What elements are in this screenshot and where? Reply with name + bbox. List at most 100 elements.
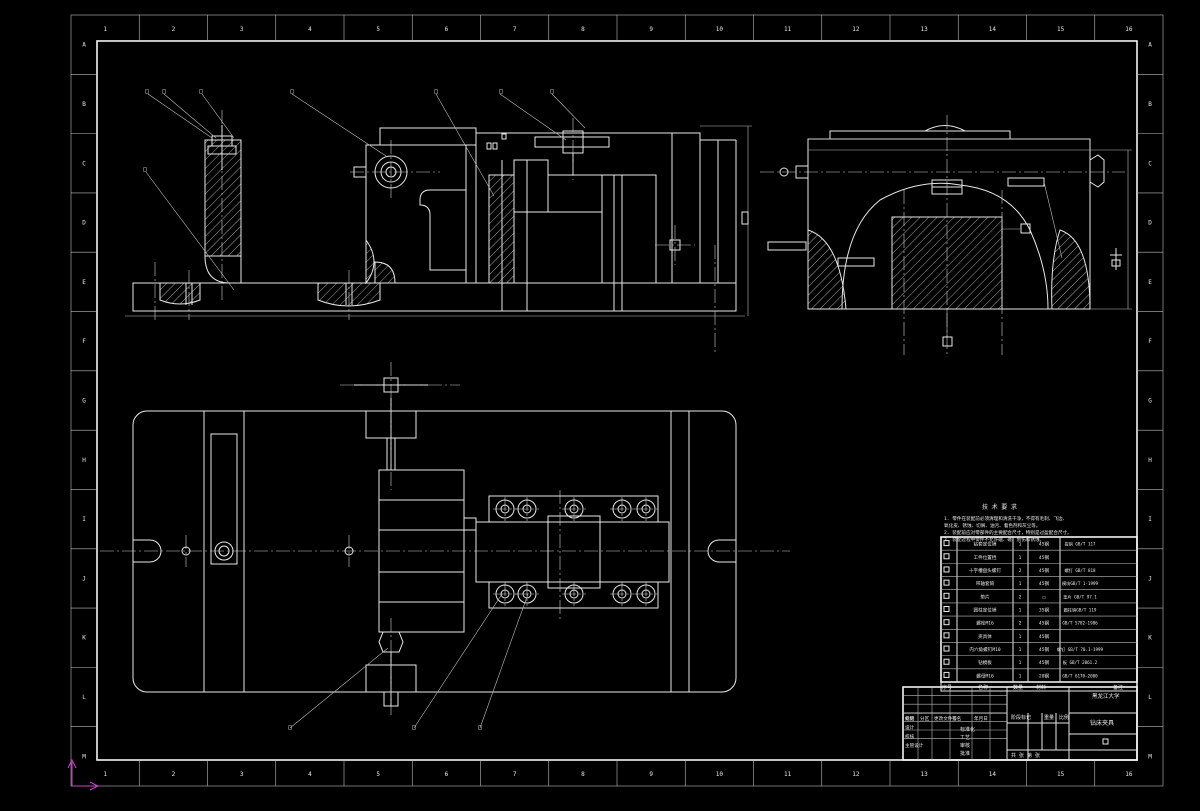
zone-row-right: A (1148, 42, 1152, 49)
title-approve: 批准 (960, 750, 970, 757)
part-qty: 2 (1019, 621, 1022, 627)
zone-row-right: C (1148, 160, 1152, 167)
zone-row-right: K (1148, 635, 1152, 642)
part-qty: 1 (1019, 660, 1022, 666)
zone-col-bottom: 10 (716, 771, 724, 778)
title-row-label: 校核 (905, 733, 915, 740)
leader-mark: □ (143, 166, 147, 173)
zone-col-bottom: 4 (308, 771, 312, 778)
zone-col-top: 13 (921, 26, 929, 33)
part-name: 带轴套筒 (976, 580, 995, 587)
zone-row-left: C (82, 160, 86, 167)
technical-requirements: 技 术 要 求 1. 零件在装配前必须清理和清洗干净，不得有毛刺、飞边、 氧化皮… (944, 503, 1072, 543)
zone-row-left: G (82, 398, 86, 405)
leader-mark: □ (288, 724, 292, 731)
title-block: 钻床夹具 黑龙江大学 阶段标记 重量 比例 共 张 第 张 标准化 工艺 审核 … (902, 686, 1138, 761)
part-qty: 1 (1019, 673, 1022, 679)
leader-mark: □ (290, 88, 294, 95)
leader-mark: □ (550, 88, 554, 95)
zone-row-left: L (82, 694, 86, 701)
zone-row-right: J (1148, 575, 1152, 582)
zone-row-right: H (1148, 457, 1152, 464)
title-row-label: 设计 (905, 724, 915, 731)
zone-col-top: 1 (103, 26, 107, 33)
part-name: 内六角螺钉M10 (969, 646, 1001, 653)
zone-row-left: K (82, 635, 86, 642)
tech-req-line-2: 氧化皮、锈蚀、切屑、油污、着色剂和灰尘等。 (944, 522, 1040, 529)
tech-req-title: 技 术 要 求 (982, 503, 1017, 511)
zone-row-left: J (82, 575, 86, 582)
plan-view (100, 362, 790, 715)
title-drawing-name: 钻床夹具 (1090, 719, 1114, 727)
zone-row-left: E (82, 279, 86, 286)
leader-marks: □□□□□□□□□□□ (143, 88, 554, 731)
front-view (125, 110, 752, 355)
zone-col-top: 14 (989, 26, 997, 33)
part-material: 20钢 (1039, 672, 1050, 679)
title-weight: 重量 (1044, 714, 1054, 721)
ucs-icon (67, 758, 100, 791)
zone-row-right: E (1148, 279, 1152, 286)
leader-mark: □ (199, 88, 203, 95)
zone-col-bottom: 5 (376, 771, 380, 778)
zone-row-right: M (1148, 753, 1152, 760)
part-standard: 圆柱销GB/T 119 (1064, 607, 1097, 614)
zone-col-top: 3 (240, 26, 244, 33)
zone-col-top: 6 (445, 26, 449, 33)
part-qty: 1 (1019, 647, 1022, 653)
part-name: 圆柱定位销 (974, 607, 997, 614)
part-material: 45钢 (1039, 554, 1050, 561)
leader-mark: □ (412, 724, 416, 731)
zone-col-bottom: 16 (1125, 771, 1133, 778)
leaders-plan (289, 593, 529, 729)
zone-row-left: B (82, 101, 86, 108)
side-view (760, 115, 1132, 355)
part-material: 45钢 (1039, 633, 1050, 640)
title-craft: 工艺 (960, 735, 970, 741)
zone-row-left: F (82, 338, 86, 345)
zone-col-top: 5 (376, 26, 380, 33)
part-standard: 螺钉 GB/T 818 (1064, 567, 1096, 574)
zone-col-bottom: 12 (852, 771, 860, 778)
title-std: 标准化 (960, 726, 975, 733)
tech-req-line-1: 1. 零件在装配前必须清理和清洗干净，不得有毛刺、飞边、 (944, 515, 1067, 522)
part-material: 45钢 (1039, 580, 1050, 587)
zone-col-top: 10 (716, 26, 724, 33)
zone-col-bottom: 1 (103, 771, 107, 778)
zone-col-bottom: 6 (445, 771, 449, 778)
part-name: 钻模板 (978, 659, 992, 666)
zone-row-left: M (82, 753, 86, 760)
part-qty: 1 (1019, 634, 1022, 640)
zone-row-right: I (1148, 516, 1152, 523)
zone-col-top: 12 (852, 26, 860, 33)
part-qty: 1 (1019, 608, 1022, 614)
part-name: 螺栓M16 (976, 620, 994, 627)
zone-col-top: 9 (649, 26, 653, 33)
zone-col-bottom: 9 (649, 771, 653, 778)
title-col-label: 签名 (952, 715, 961, 722)
part-standard: 螺钉 GB/T 70.1-1999 (1057, 646, 1104, 653)
leader-mark: □ (145, 88, 149, 95)
part-qty: 2 (1019, 594, 1022, 600)
zone-col-top: 7 (513, 26, 517, 33)
zone-row-left: H (82, 457, 86, 464)
zone-col-bottom: 11 (784, 771, 792, 778)
part-standard: GB/T 5782-1986 (1062, 621, 1098, 626)
leaders-front (145, 93, 586, 291)
title-sheet: 共 张 第 张 (1011, 752, 1040, 759)
title-col-label: 更改文件号 (934, 715, 957, 722)
zone-col-bottom: 13 (921, 771, 929, 778)
zone-row-right: L (1148, 694, 1152, 701)
part-name: 垫片 (980, 593, 990, 600)
zone-col-top: 15 (1057, 26, 1065, 33)
part-qty: 1 (1019, 581, 1022, 587)
part-material: □ (1043, 595, 1046, 600)
part-qty: 2 (1019, 568, 1022, 574)
tech-req-line-4: 3. 装配过程中零件不允许磕、碰、划伤和锈蚀。 (944, 536, 1044, 543)
part-material: 35钢 (1039, 607, 1050, 614)
zone-col-bottom: 2 (172, 771, 176, 778)
tech-req-line-3: 2. 装配前应对零部件的主要配合尺寸，特别是过盈配合尺寸。 (944, 529, 1072, 536)
title-row-label: 标记 (905, 715, 915, 722)
